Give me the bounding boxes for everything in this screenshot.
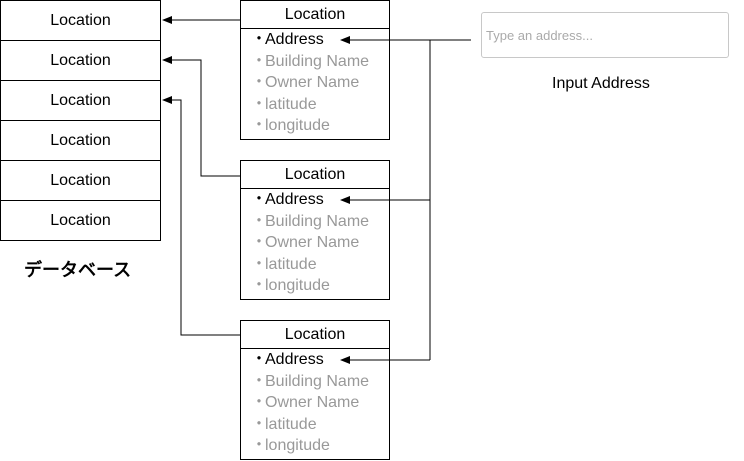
field-label: longitude: [265, 437, 330, 455]
database-row: Location: [1, 201, 160, 241]
location-card-3: Location ・Address ・Building Name ・Owner …: [240, 320, 390, 460]
card-field-address: ・Address: [241, 349, 389, 371]
bullet-icon: ・: [251, 255, 268, 273]
field-label: Owner Name: [265, 74, 360, 92]
bullet-icon: ・: [251, 117, 268, 135]
bullet-icon: ・: [251, 191, 268, 208]
bullet-icon: ・: [251, 31, 268, 48]
database-row: Location: [1, 121, 160, 161]
card-field-building-name: ・Building Name: [241, 371, 389, 393]
address-input-label: Input Address: [552, 75, 650, 92]
field-label: Address: [265, 191, 324, 208]
database-row: Location: [1, 81, 160, 121]
bullet-icon: ・: [251, 234, 268, 252]
card-field-latitude: ・latitude: [241, 254, 389, 276]
bullet-icon: ・: [251, 394, 268, 412]
card-field-owner-name: ・Owner Name: [241, 232, 389, 254]
bullet-icon: ・: [251, 212, 268, 230]
field-label: longitude: [265, 277, 330, 295]
bullet-icon: ・: [251, 277, 268, 295]
card-field-latitude: ・latitude: [241, 414, 389, 436]
card-field-longitude: ・longitude: [241, 115, 389, 137]
card-field-owner-name: ・Owner Name: [241, 72, 389, 94]
card-title: Location: [241, 1, 389, 29]
location-card-1: Location ・Address ・Building Name ・Owner …: [240, 0, 390, 140]
card-field-building-name: ・Building Name: [241, 51, 389, 73]
database-table: Location Location Location Location Loca…: [0, 0, 161, 241]
bullet-icon: ・: [251, 351, 268, 368]
card-2-to-db-row-2-arrow: [162, 56, 240, 177]
field-label: Address: [265, 31, 324, 48]
bullet-icon: ・: [251, 95, 268, 113]
field-label: Address: [265, 351, 324, 368]
bullet-icon: ・: [251, 74, 268, 92]
field-label: Building Name: [265, 52, 370, 70]
field-label: longitude: [265, 117, 330, 135]
card-3-to-db-row-3-arrow: [162, 96, 240, 336]
card-title: Location: [241, 161, 389, 189]
field-label: latitude: [265, 255, 317, 273]
card-field-latitude: ・latitude: [241, 94, 389, 116]
card-field-building-name: ・Building Name: [241, 211, 389, 233]
bullet-icon: ・: [251, 415, 268, 433]
database-row: Location: [1, 161, 160, 201]
database-label: データベース: [24, 260, 132, 281]
card-field-longitude: ・longitude: [241, 435, 389, 457]
card-title: Location: [241, 321, 389, 349]
bullet-icon: ・: [251, 52, 268, 70]
bullet-icon: ・: [251, 437, 268, 455]
card-field-address: ・Address: [241, 189, 389, 211]
bullet-icon: ・: [251, 372, 268, 390]
card-field-address: ・Address: [241, 29, 389, 51]
field-label: Building Name: [265, 212, 370, 230]
field-label: Building Name: [265, 372, 370, 390]
card-field-longitude: ・longitude: [241, 275, 389, 297]
database-row: Location: [1, 41, 160, 81]
address-input[interactable]: [481, 12, 729, 58]
location-card-2: Location ・Address ・Building Name ・Owner …: [240, 160, 390, 300]
card-field-owner-name: ・Owner Name: [241, 392, 389, 414]
database-row: Location: [1, 1, 160, 41]
field-label: latitude: [265, 415, 317, 433]
field-label: Owner Name: [265, 234, 360, 252]
field-label: Owner Name: [265, 394, 360, 412]
field-label: latitude: [265, 95, 317, 113]
